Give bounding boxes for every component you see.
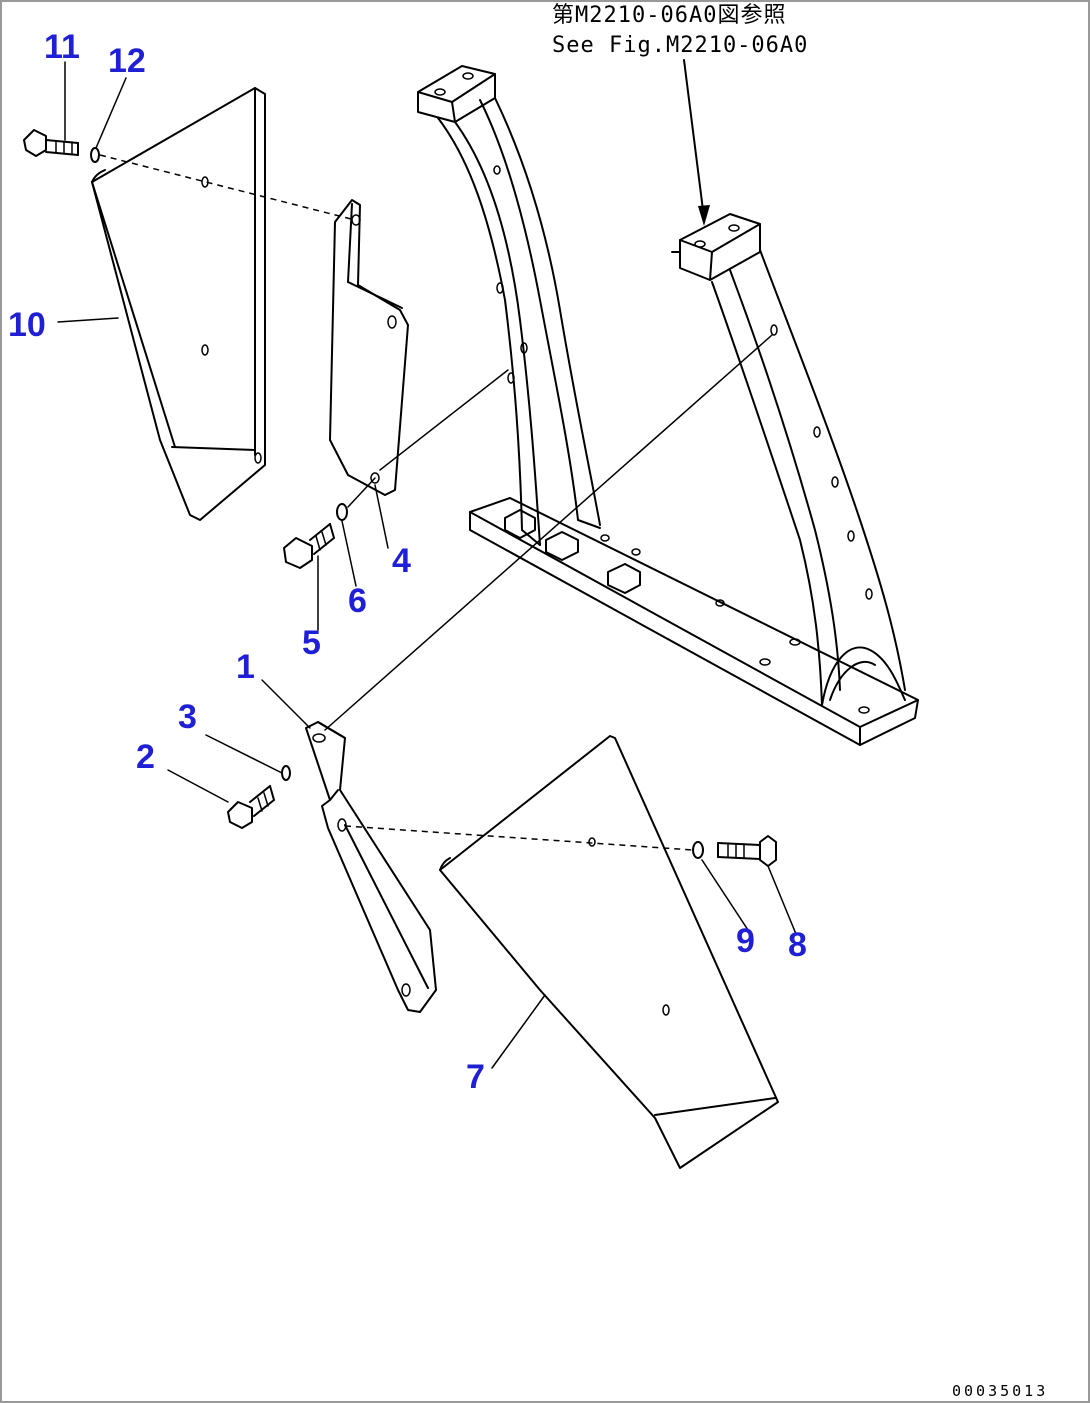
part-10-cover-plate	[91, 87, 266, 521]
reference-arrow	[683, 59, 710, 226]
part-9-washer	[692, 841, 704, 859]
part-1-lower-bracket	[305, 721, 437, 1013]
reference-text-en: See Fig.M2210-06A0	[552, 33, 808, 58]
drawing-code: 00035013	[952, 1382, 1048, 1400]
part-6-washer	[336, 503, 348, 521]
callout-10: 10	[8, 306, 46, 344]
callout-9: 9	[736, 922, 755, 960]
part-11-bolt	[23, 129, 79, 157]
callout-7: 7	[466, 1058, 485, 1096]
callout-3: 3	[178, 698, 197, 736]
callout-labels: 11 12 10 4 6 5 1 3 2 9 8 7	[8, 28, 807, 1096]
callout-4: 4	[392, 542, 411, 580]
callout-1: 1	[236, 648, 255, 686]
assembly-lines	[99, 154, 773, 851]
callout-8: 8	[788, 926, 807, 964]
callout-12: 12	[108, 42, 146, 80]
reference-text-jp: 第M2210-06A0図参照	[552, 3, 786, 28]
part-7-cover-plate	[439, 735, 779, 1169]
main-frame-stand	[417, 65, 919, 746]
callout-11: 11	[44, 28, 80, 66]
callout-2: 2	[136, 738, 155, 776]
callout-5: 5	[302, 624, 321, 662]
leader-lines	[57, 61, 797, 1069]
part-2-bolt	[227, 785, 275, 829]
callout-6: 6	[348, 582, 367, 620]
part-12-washer	[90, 147, 100, 163]
part-8-bolt	[717, 835, 777, 867]
part-3-washer	[281, 765, 291, 781]
part-4-upper-bracket	[329, 199, 409, 496]
part-5-bolt	[283, 523, 335, 569]
